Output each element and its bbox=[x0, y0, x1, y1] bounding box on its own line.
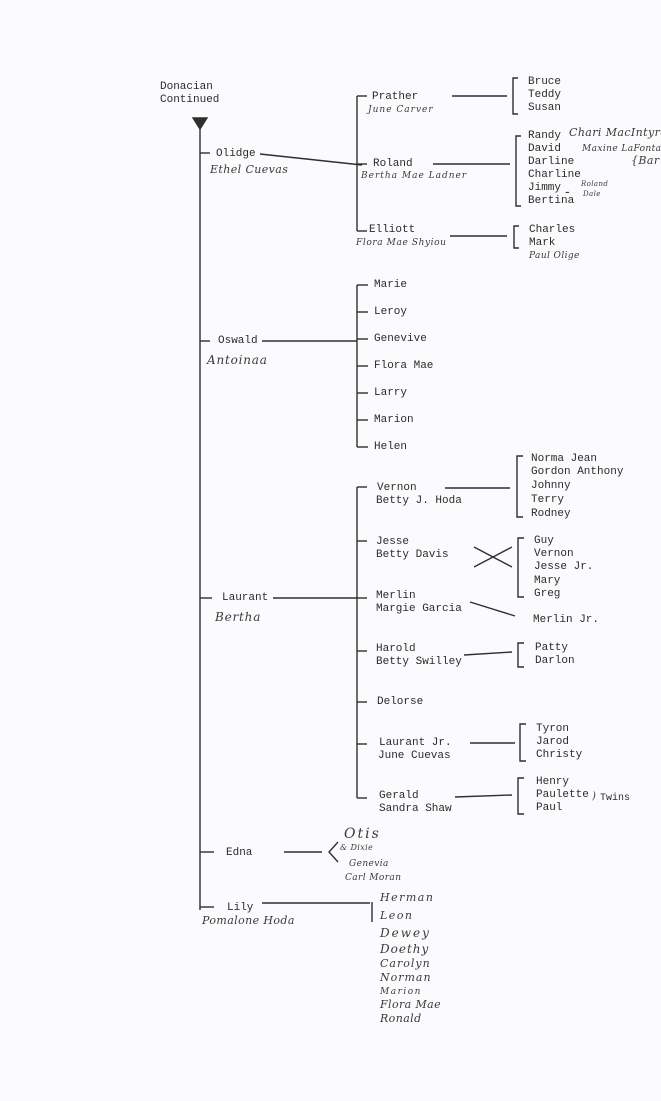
child-name: Randy bbox=[528, 130, 562, 142]
root-label-line2: Continued bbox=[160, 94, 220, 106]
child-name: Genevive bbox=[374, 333, 427, 345]
elliott-name: Elliott bbox=[369, 224, 416, 236]
edna-name: Edna bbox=[226, 847, 253, 859]
root-label-line1: Donacian bbox=[160, 81, 213, 93]
child-name: Flora Mae bbox=[380, 998, 442, 1011]
child-name: Jesse Jr. bbox=[534, 561, 594, 573]
child-name: Greg bbox=[534, 588, 561, 600]
child-name: Mary bbox=[534, 575, 561, 587]
twins-note: Twins bbox=[600, 793, 631, 804]
jimmy-note-top: Roland bbox=[581, 180, 609, 188]
laurant-jr-spouse: June Cuevas bbox=[378, 750, 451, 762]
child-name: Patty bbox=[535, 642, 569, 654]
child-name: & Dixie bbox=[340, 843, 374, 852]
child-name: Merlin Jr. bbox=[533, 614, 600, 626]
child-name: Johnny bbox=[531, 480, 571, 492]
child-name: Otis bbox=[344, 826, 381, 842]
child-name: Leroy bbox=[374, 306, 408, 318]
child-name: Genevia bbox=[349, 859, 389, 869]
olidge-name: Olidge bbox=[216, 148, 256, 160]
child-name: Paul bbox=[536, 802, 563, 814]
vernon-name: Vernon bbox=[377, 482, 417, 494]
laurant-jr-name: Laurant Jr. bbox=[379, 737, 452, 749]
child-name: Darline bbox=[528, 156, 575, 168]
roland-name: Roland bbox=[373, 158, 413, 170]
harold-name: Harold bbox=[376, 643, 416, 655]
jesse-spouse: Betty Davis bbox=[376, 549, 449, 561]
child-name: Herman bbox=[380, 891, 435, 904]
lily-spouse: Pomalone Hoda bbox=[202, 914, 295, 927]
prather-name: Prather bbox=[372, 91, 419, 103]
prather-spouse: June Carver bbox=[368, 105, 434, 115]
child-name: Carl Moran bbox=[345, 873, 402, 883]
randy-spouse-note: Chari MacIntyre bbox=[569, 126, 661, 139]
child-name: Henry bbox=[536, 776, 570, 788]
child-name: David bbox=[528, 143, 562, 155]
olidge-spouse: Ethel Cuevas bbox=[210, 163, 289, 176]
child-name: Carolyn bbox=[380, 957, 431, 970]
merlin-name: Merlin bbox=[376, 590, 416, 602]
child-name: Gordon Anthony bbox=[531, 466, 624, 478]
child-name: Dewey bbox=[380, 926, 431, 940]
child-name: Charline bbox=[528, 169, 581, 181]
oswald-name: Oswald bbox=[218, 335, 258, 347]
child-name: Norma Jean bbox=[531, 453, 598, 465]
child-name: Jimmy bbox=[528, 182, 562, 194]
child-name: Larry bbox=[374, 387, 408, 399]
jimmy-dash: - bbox=[565, 184, 571, 200]
child-name: Ronald bbox=[380, 1012, 422, 1025]
child-name: Susan bbox=[528, 102, 562, 114]
child-name: Teddy bbox=[528, 89, 562, 101]
child-name: Terry bbox=[531, 494, 565, 506]
child-name: Flora Mae bbox=[374, 360, 434, 372]
jimmy-note-bottom: Dale bbox=[583, 190, 601, 198]
child-name: Guy bbox=[534, 535, 554, 547]
child-name: Charles bbox=[529, 224, 576, 236]
child-name: Helen bbox=[374, 441, 408, 453]
lily-name: Lily bbox=[227, 902, 254, 914]
child-name: Rodney bbox=[531, 508, 571, 520]
vernon-spouse: Betty J. Hoda bbox=[376, 495, 462, 507]
child-name: Bertina bbox=[528, 195, 575, 207]
child-name: Vernon bbox=[534, 548, 574, 560]
child-name: Leon bbox=[380, 909, 414, 922]
child-name: Paul Olige bbox=[529, 251, 580, 261]
darline-note: {Bar bbox=[631, 154, 660, 167]
gerald-name: Gerald bbox=[379, 790, 419, 802]
child-name: Christy bbox=[536, 749, 583, 761]
child-name: Darlon bbox=[535, 655, 575, 667]
child-name: Doethy bbox=[380, 942, 430, 956]
child-name: Jarod bbox=[536, 736, 570, 748]
harold-spouse: Betty Swilley bbox=[376, 656, 462, 668]
laurant-name: Laurant bbox=[222, 592, 269, 604]
jesse-name: Jesse bbox=[376, 536, 410, 548]
laurant-spouse: Bertha bbox=[215, 610, 262, 624]
child-name: Marion bbox=[374, 414, 414, 426]
oswald-spouse: Antoinaa bbox=[207, 353, 268, 367]
child-name: Norman bbox=[380, 971, 432, 984]
child-name: Marie bbox=[374, 279, 408, 291]
child-name: Bruce bbox=[528, 76, 562, 88]
roland-spouse: Bertha Mae Ladner bbox=[361, 171, 468, 181]
child-name: Paulette bbox=[536, 789, 589, 801]
merlin-spouse: Margie Garcia bbox=[376, 603, 462, 615]
david-spouse-note: Maxine LaFontaine bbox=[582, 144, 661, 154]
delorse-name: Delorse bbox=[377, 696, 424, 708]
child-name: Mark bbox=[529, 237, 556, 249]
root-triangle-icon bbox=[191, 117, 209, 131]
gerald-spouse: Sandra Shaw bbox=[379, 803, 452, 815]
elliott-spouse: Flora Mae Shyiou bbox=[356, 238, 447, 248]
child-name: Marion bbox=[380, 987, 422, 997]
child-name: Tyron bbox=[536, 723, 570, 735]
twins-brace: ) bbox=[592, 791, 597, 802]
